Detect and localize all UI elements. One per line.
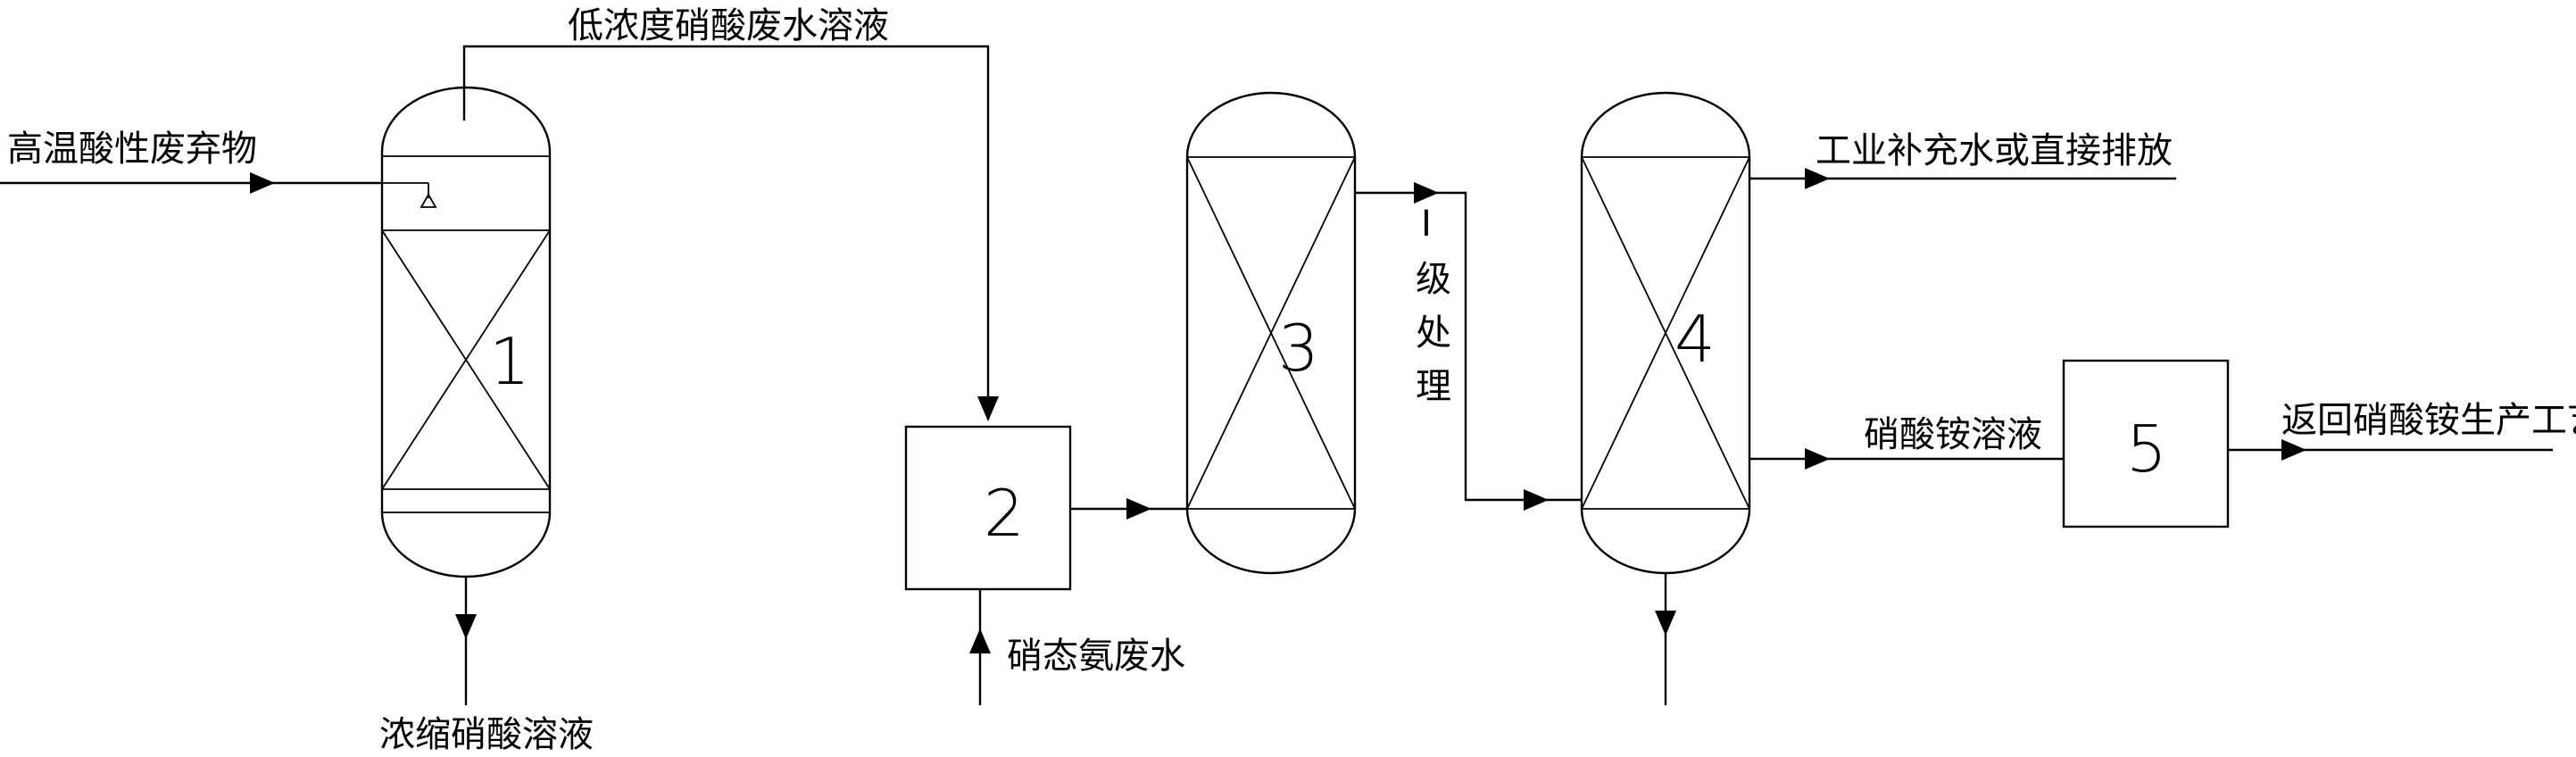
line-return-to-process: 返回硝酸铵生产工艺 bbox=[2228, 400, 2576, 461]
label-nitrate-ammonia-waste: 硝态氨废水 bbox=[1007, 636, 1185, 677]
unit-2-number: 2 bbox=[984, 476, 1025, 551]
line-ammonium-nitrate-solution: 硝酸铵溶液 bbox=[1749, 414, 2064, 470]
vessel-4: 4 bbox=[1580, 91, 1751, 575]
label-stage1-treatment-3: 处 bbox=[1416, 312, 1451, 354]
label-industrial-water-or-discharge: 工业补充水或直接排放 bbox=[1816, 130, 2173, 171]
label-high-temp-acid-waste: 高温酸性废弃物 bbox=[7, 129, 257, 170]
unit-2-box: 2 bbox=[904, 425, 1072, 591]
unit-5-number: 5 bbox=[2126, 412, 2167, 487]
label-low-conc-nitric-waste: 低浓度硝酸废水溶液 bbox=[568, 5, 889, 46]
unit-4-number: 4 bbox=[1674, 302, 1716, 377]
feed-high-temp-acid-waste: 高温酸性废弃物 bbox=[0, 129, 382, 194]
label-stage1-treatment-2: 级 bbox=[1416, 259, 1451, 300]
label-conc-nitric-solution: 浓缩硝酸溶液 bbox=[379, 714, 594, 755]
line-conc-nitric-solution: 浓缩硝酸溶液 bbox=[379, 577, 594, 755]
label-return-to-process: 返回硝酸铵生产工艺 bbox=[2281, 400, 2576, 441]
line-vessel4-bottom bbox=[1655, 573, 1676, 705]
line-low-conc-nitric-waste: 低浓度硝酸废水溶液 bbox=[462, 5, 999, 421]
line-unit2-to-vessel3 bbox=[1070, 498, 1187, 520]
label-stage1-treatment-4: 理 bbox=[1416, 366, 1451, 407]
unit-5-box: 5 bbox=[2062, 359, 2230, 528]
label-ammonium-nitrate-solution: 硝酸铵溶液 bbox=[1864, 414, 2042, 455]
line-vessel3-to-vessel4: I 级 处 理 bbox=[1355, 182, 1582, 511]
line-industrial-water: 工业补充水或直接排放 bbox=[1749, 130, 2176, 189]
label-stage1-treatment-1: I bbox=[1421, 204, 1432, 245]
unit-1-number: 1 bbox=[489, 324, 530, 399]
unit-3-number: 3 bbox=[1278, 311, 1319, 386]
vessel-1: 1 bbox=[268, 86, 552, 578]
vessel-3: 3 bbox=[1185, 91, 1357, 575]
feed-nitrate-ammonia-waste: 硝态氨废水 bbox=[969, 589, 1185, 705]
